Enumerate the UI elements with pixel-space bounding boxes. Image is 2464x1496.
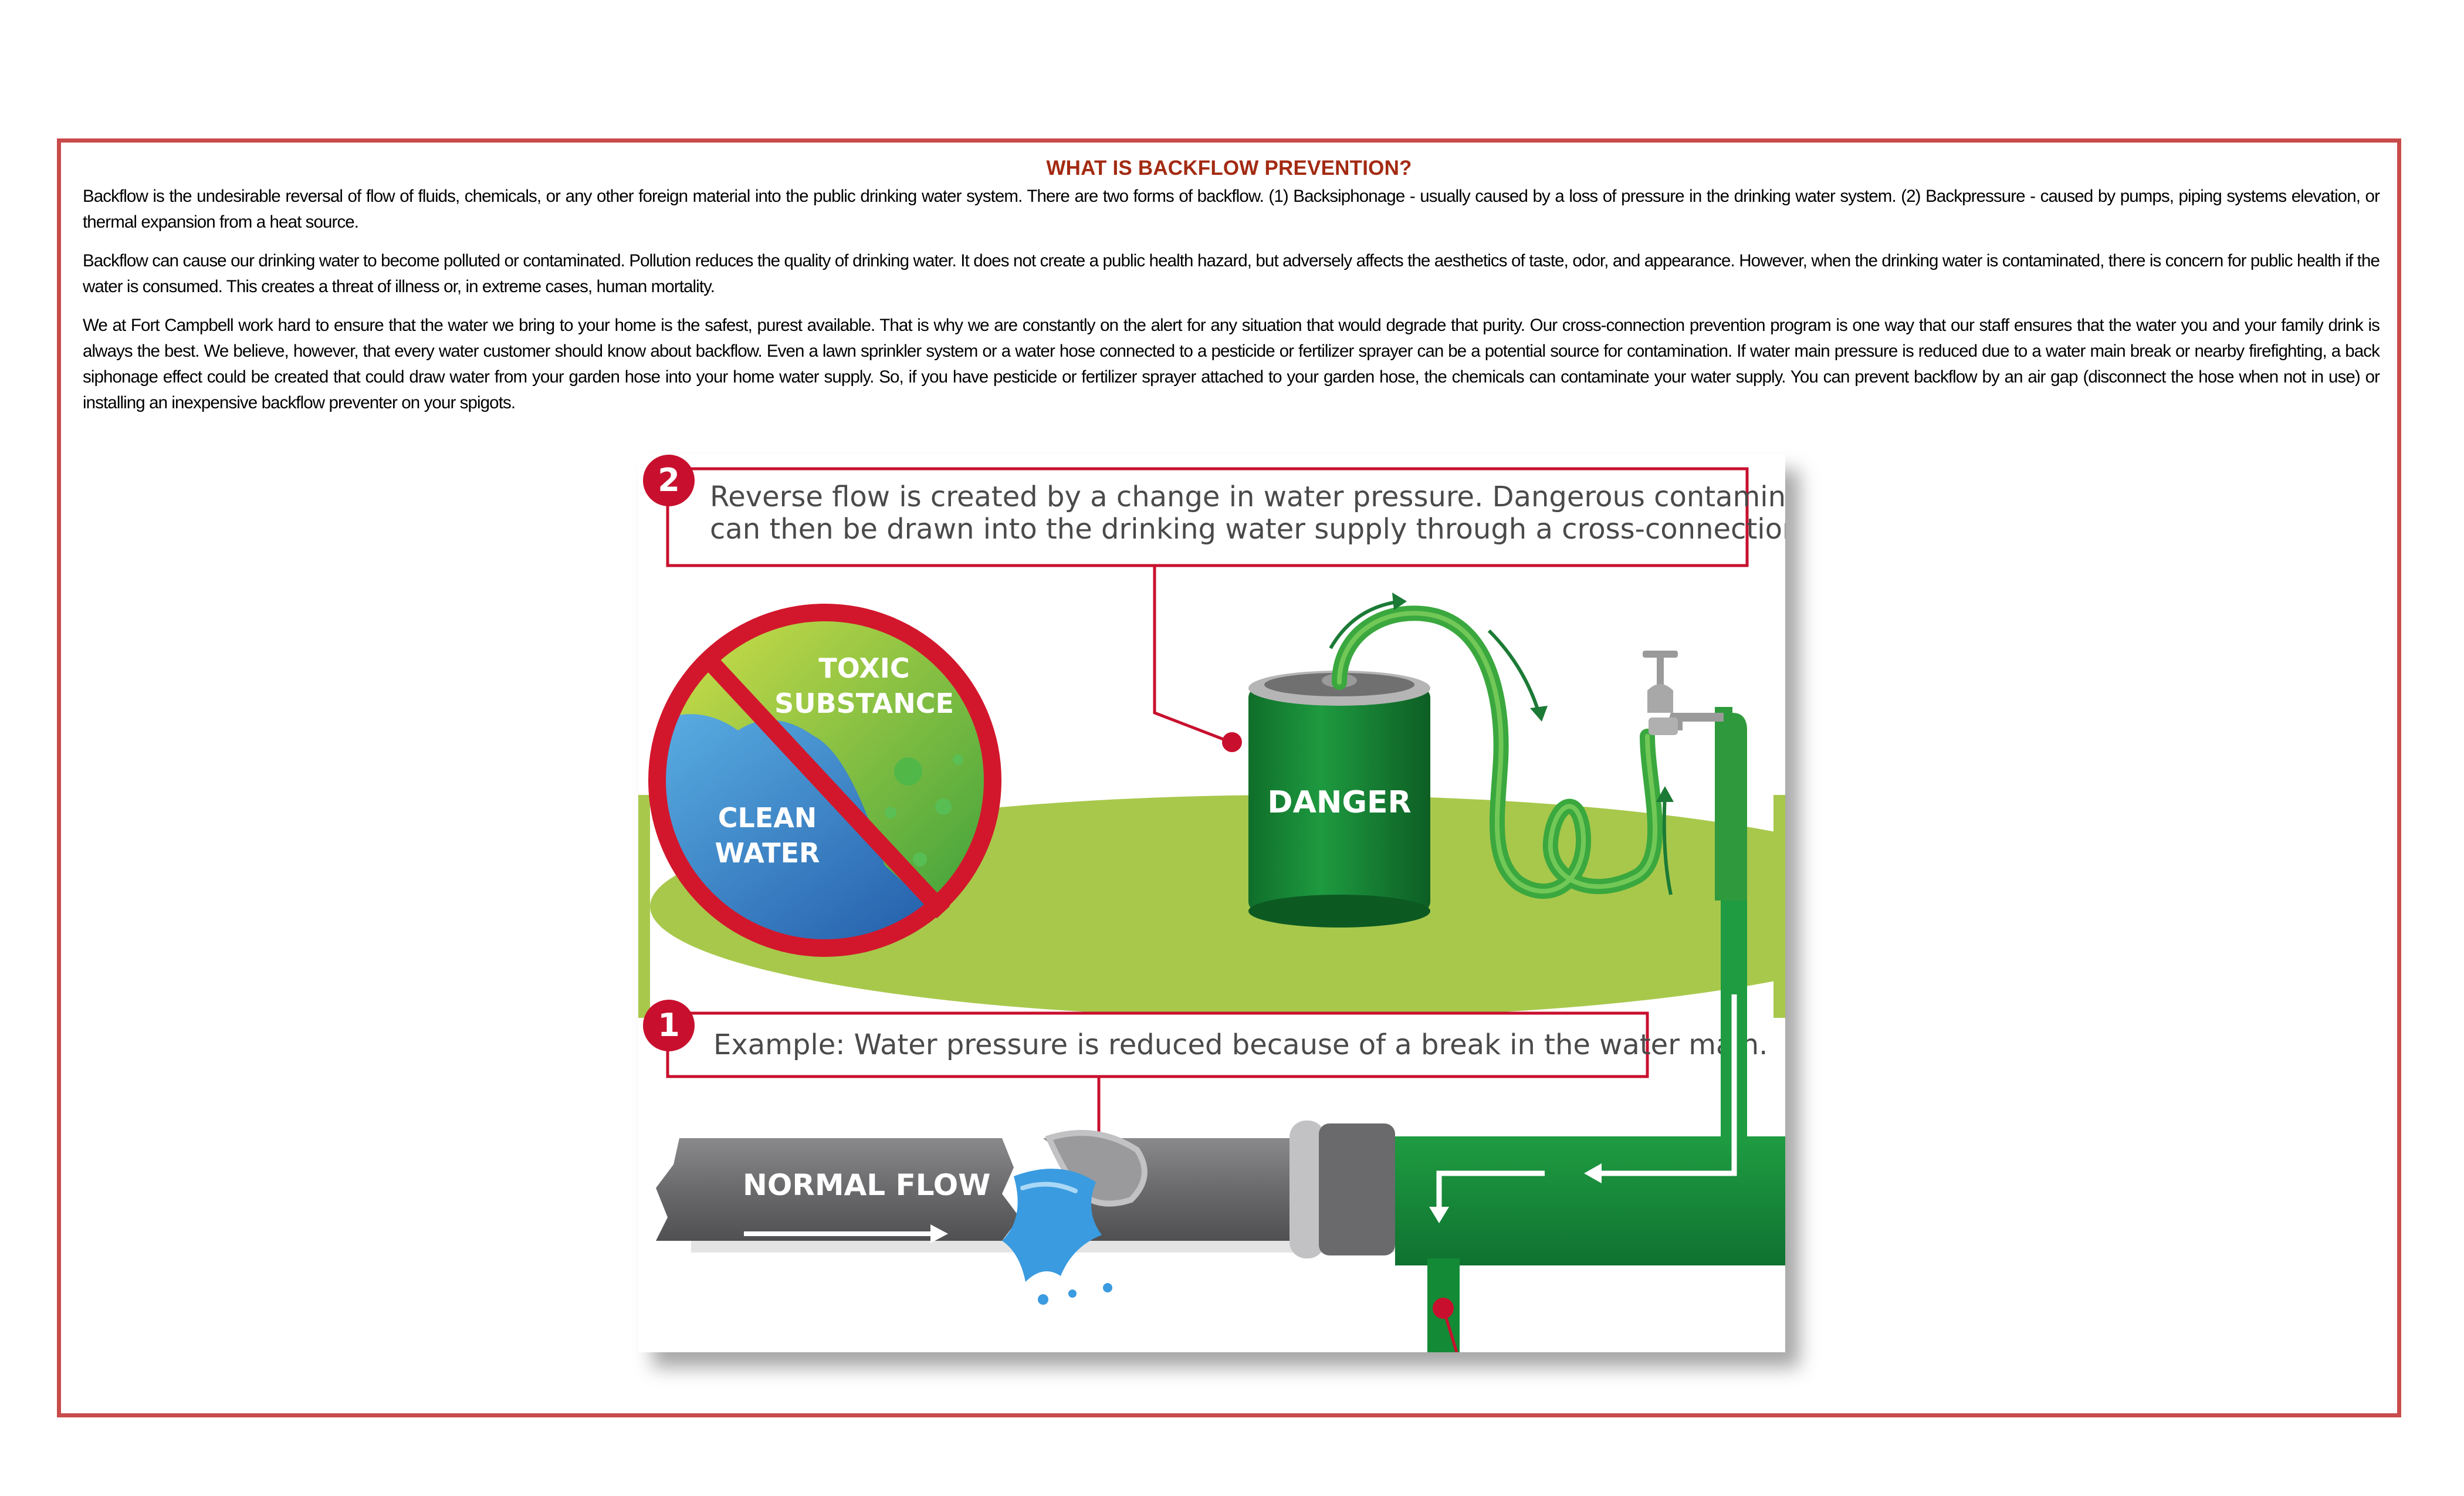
step1-badge [643, 1000, 695, 1051]
content-frame: WHAT IS BACKFLOW PREVENTION? Backflow is… [57, 138, 2401, 1417]
flow-arrow-icon [1329, 600, 1402, 649]
clean-water-label-line2: WATER [715, 837, 820, 869]
step1-caption: Example: Water pressure is reduced becau… [713, 1028, 1768, 1061]
water-spray-icon [1002, 1169, 1112, 1305]
clean-water-label-line1: CLEAN [718, 802, 817, 834]
backflow-illustration: 2 Reverse flow is created by a change in… [638, 455, 1785, 1352]
paragraph-contamination: Backflow can cause our drinking water to… [83, 251, 2380, 296]
flow-arrow-icon [1487, 629, 1541, 713]
step2-badge [643, 455, 695, 506]
spigot-icon [1643, 651, 1747, 901]
danger-drum-icon [1248, 671, 1430, 928]
flow-arrow-icon [1662, 794, 1673, 895]
paragraph-fort-campbell: We at Fort Campbell work hard to ensure … [83, 316, 2380, 412]
backflow-arrow-icon [1436, 1170, 1545, 1211]
backflow-arrow-icon [1595, 994, 1737, 1176]
step2-caption-line1: Reverse flow is created by a change in w… [710, 480, 1785, 513]
step2-callout-box [666, 467, 1749, 567]
toxic-label-line1: TOXIC [818, 652, 909, 684]
step1-number: 1 [658, 1007, 680, 1044]
garden-hose-icon [1332, 605, 1663, 899]
danger-label: DANGER [1267, 785, 1411, 820]
step1-callout-box [666, 1011, 1649, 1078]
page-title: WHAT IS BACKFLOW PREVENTION? [1046, 157, 1412, 180]
no-symbol [648, 604, 1001, 957]
step2-number: 2 [658, 462, 680, 499]
paragraph-backflow-definition: Backflow is the undesirable reversal of … [83, 187, 2380, 232]
step2-leader-line [1153, 566, 1231, 744]
toxic-label-line2: SUBSTANCE [774, 688, 954, 719]
step2-caption-line2: can then be drawn into the drinking wate… [710, 513, 1785, 546]
water-main-gray-pipe [656, 1121, 1395, 1258]
normal-flow-label: NORMAL FLOW [743, 1168, 990, 1202]
